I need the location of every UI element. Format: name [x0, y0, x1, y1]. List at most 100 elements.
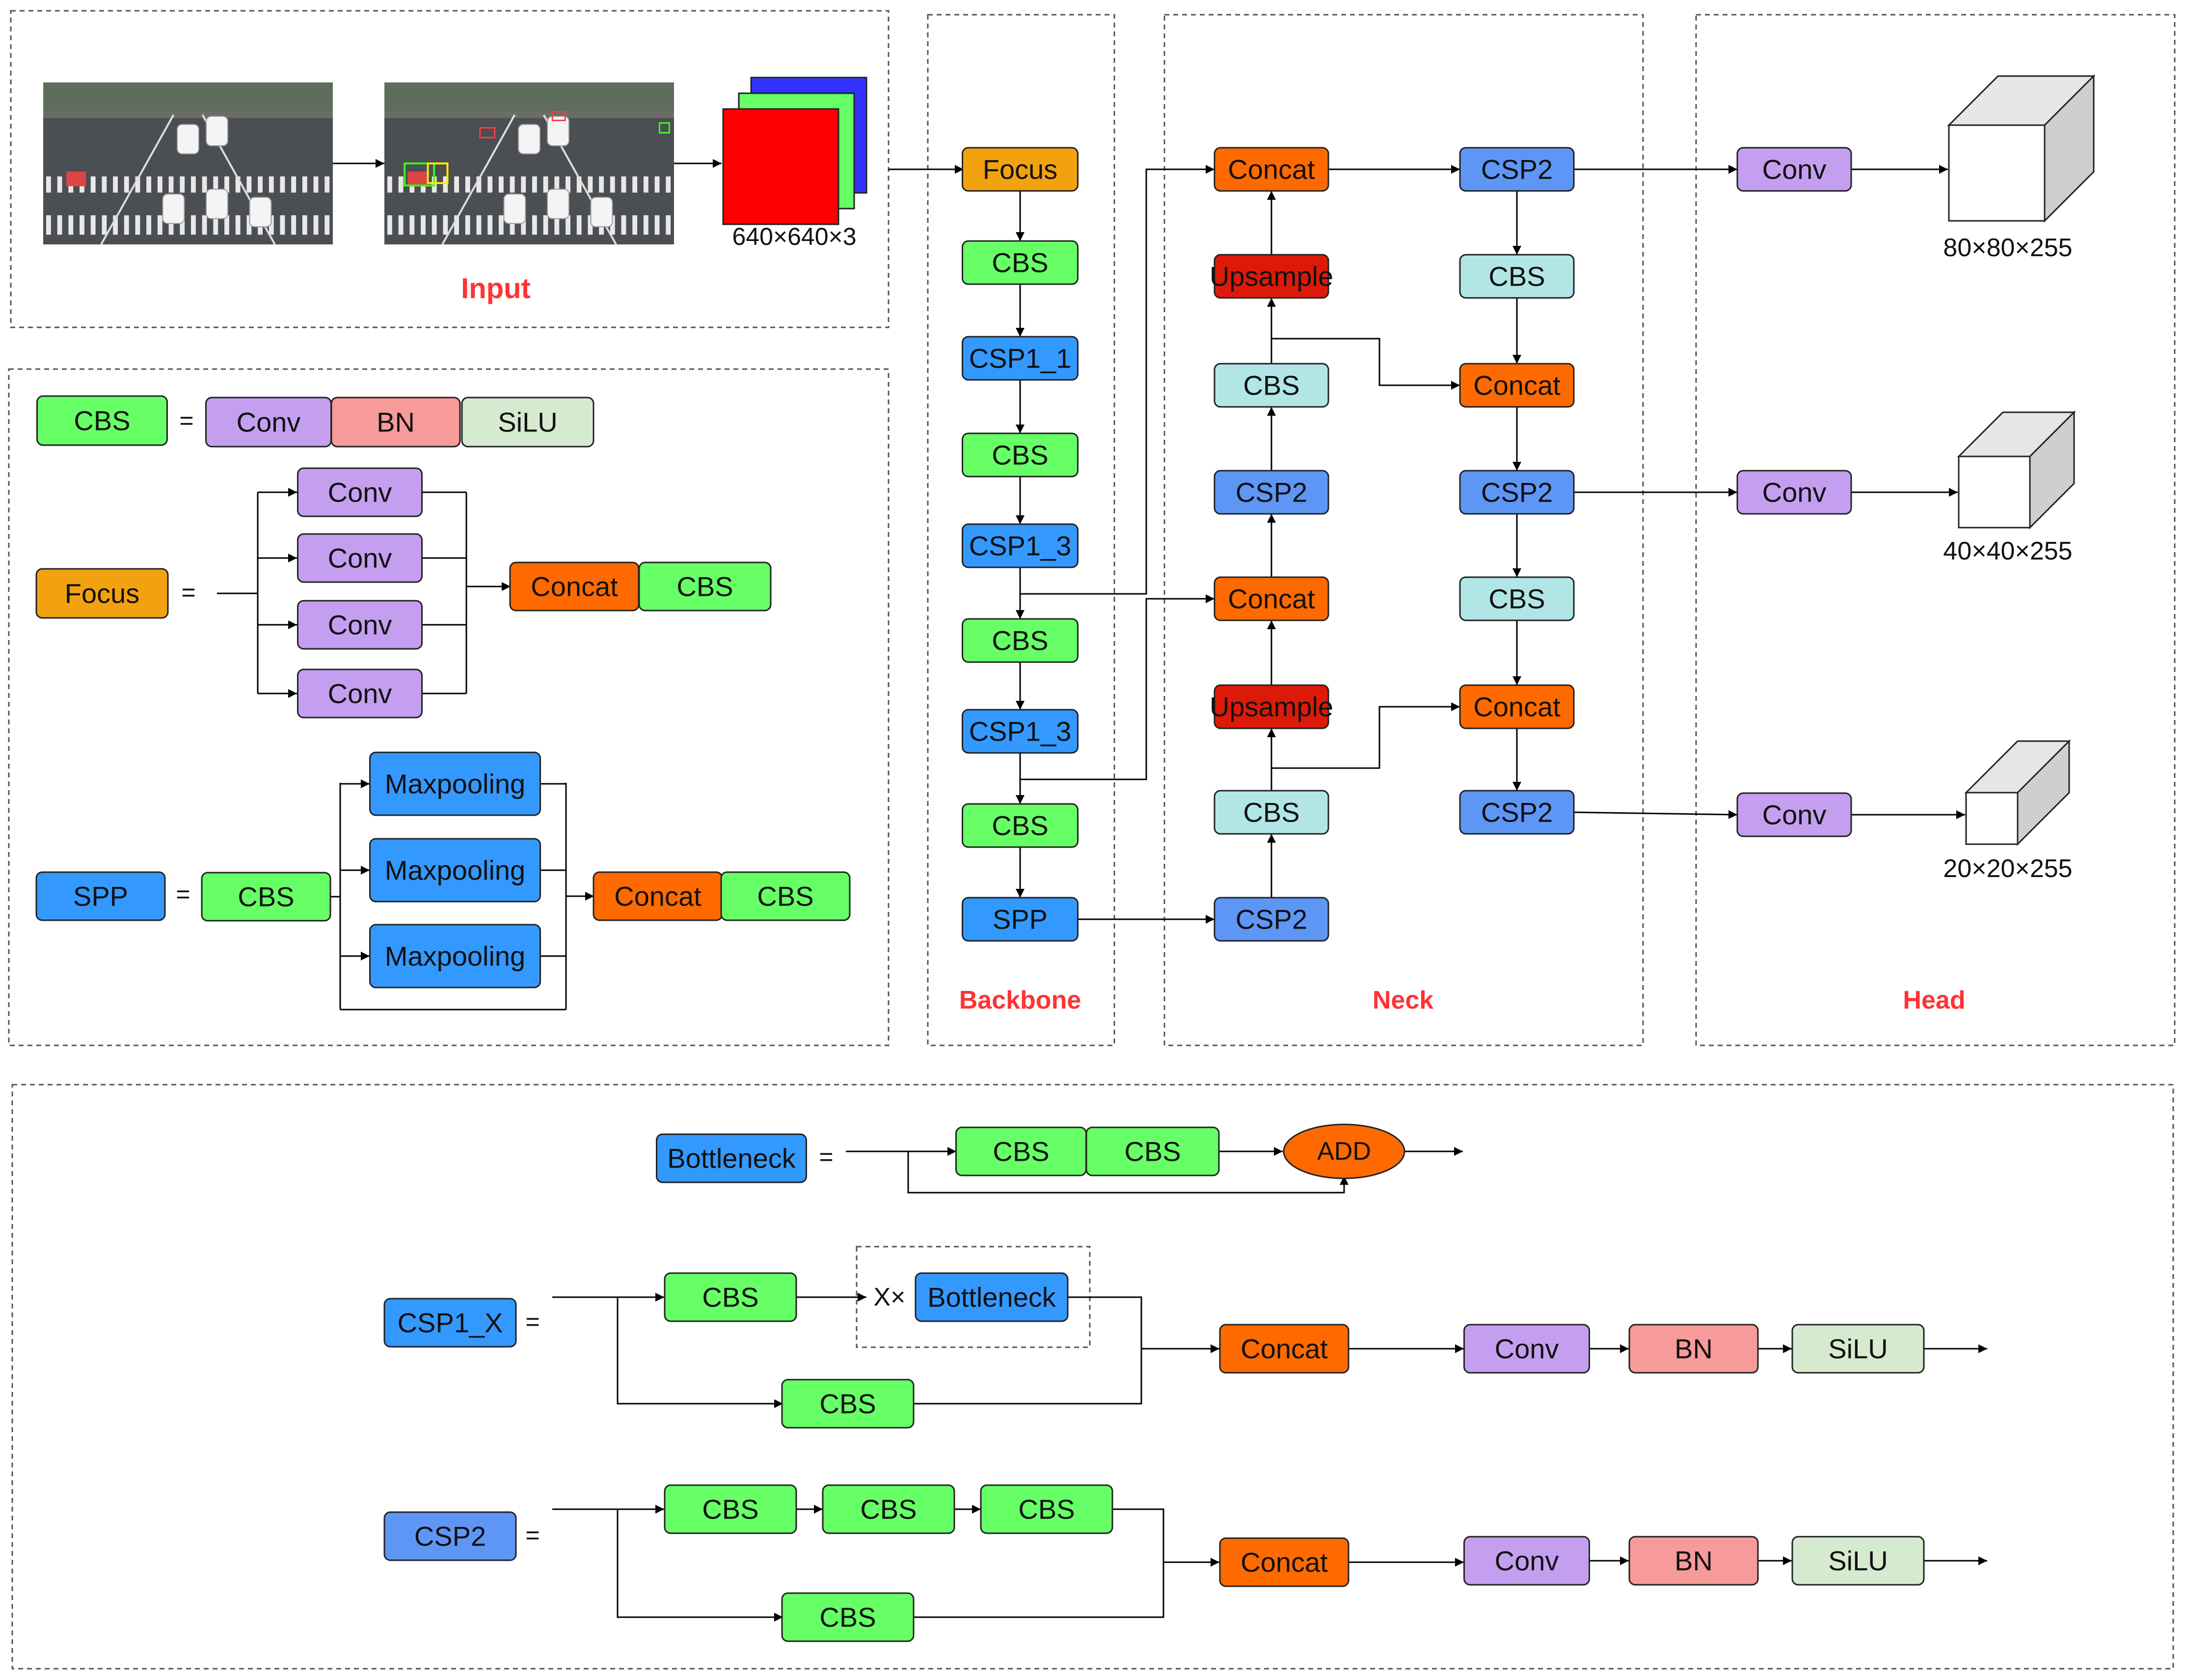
csp1x-bn-label: BN	[1674, 1333, 1713, 1364]
csp2-cbs-top-3: CBS	[980, 1484, 1113, 1534]
bottleneck-cbs-2: CBS	[1085, 1126, 1220, 1176]
neck-left-6-label: Upsample	[1210, 692, 1333, 722]
csp1x-silu-label: SiLU	[1828, 1333, 1888, 1364]
csp1x-concat-label: Concat	[1241, 1333, 1328, 1364]
csp1x-lower-branch	[617, 1297, 783, 1408]
legend-focus-conv-4: Conv	[297, 668, 423, 719]
backbone-block-7-label: CSP1_3	[969, 716, 1072, 747]
neck-left-1: Concat	[1214, 147, 1329, 192]
csp2-upper-merge	[1112, 1508, 1219, 1567]
csp2-bn-label: BN	[1674, 1546, 1713, 1576]
neck-left-7: CBS	[1214, 790, 1329, 835]
bottleneck-cbs-1: CBS	[955, 1126, 1087, 1176]
csp1-3-to-concat-top	[1020, 165, 1214, 595]
neck-right-6: Concat	[1459, 684, 1575, 729]
legend-focus-cbs: CBS	[638, 561, 772, 612]
neck-right-3: Concat	[1459, 363, 1575, 408]
neck-right-1-label: CSP2	[1481, 154, 1553, 185]
neck-left-5-label: Concat	[1228, 584, 1315, 614]
legend-focus-conv-2: Conv	[297, 533, 423, 583]
csp1-3-to-concat-mid	[1020, 594, 1214, 780]
legend-focus-concat: Concat	[509, 561, 640, 612]
head-frame	[1695, 14, 2176, 1046]
neck-left-3-label: CBS	[1243, 370, 1299, 401]
neck-left-5: Concat	[1214, 576, 1329, 621]
legend-spp-box: SPP	[35, 871, 166, 921]
csp2-conv-label: Conv	[1495, 1546, 1559, 1576]
legend-focus-concat-label: Concat	[531, 571, 618, 602]
bottleneck-add: ADD	[1283, 1123, 1405, 1179]
neck-left-6: Upsample	[1210, 684, 1333, 729]
head-output-label-1: 80×80×255	[1943, 234, 2072, 262]
csp2-cbs-bottom-label: CBS	[819, 1602, 876, 1633]
csp2-concat: Concat	[1219, 1537, 1349, 1587]
csp2-concat-label: Concat	[1241, 1547, 1328, 1578]
csp2-cbs-top-2-label: CBS	[860, 1494, 917, 1525]
head-output-label-3: 20×20×255	[1943, 854, 2072, 883]
neck-right-2: CBS	[1459, 254, 1575, 299]
neck-left-3: CBS	[1214, 363, 1329, 408]
backbone-block-5: CSP1_3	[962, 523, 1079, 568]
csp2-bn: BN	[1628, 1536, 1759, 1586]
bottleneck-box: Bottleneck	[656, 1133, 807, 1183]
head-section-title: Head	[1903, 986, 1965, 1014]
legend-cbs-bn: BN	[330, 397, 461, 448]
svg-text:ADD: ADD	[1317, 1137, 1371, 1166]
bottom-frame	[11, 1084, 2174, 1670]
backbone-block-4: CBS	[962, 432, 1079, 478]
csp2-equals: =	[525, 1521, 540, 1549]
neck-left-4: CSP2	[1214, 470, 1329, 515]
legend-spp-maxpool-3: Maxpooling	[369, 924, 541, 988]
legend-spp-maxpool-3-label: Maxpooling	[385, 941, 525, 972]
backbone-block-1: Focus	[962, 147, 1079, 192]
csp2-lower-merge	[914, 1562, 1164, 1618]
legend-focus-conv-1: Conv	[297, 467, 423, 517]
csp1x-bn: BN	[1628, 1324, 1759, 1374]
neck-right-3-label: Concat	[1473, 370, 1561, 401]
legend-cbs-box-label: CBS	[74, 405, 130, 436]
csp1x-equals: =	[525, 1308, 540, 1335]
csp1x-upper-merge	[1068, 1296, 1219, 1353]
legend-cbs-bn-label: BN	[377, 407, 415, 438]
legend-cbs-conv-label: Conv	[237, 407, 301, 438]
csp1x-cbs-top-label: CBS	[702, 1282, 758, 1313]
csp2-cbs-top-2: CBS	[822, 1484, 955, 1534]
legend-cbs-box: CBS	[36, 395, 168, 446]
legend-focus-conv-1-label: Conv	[328, 477, 392, 508]
legend-spp-equals: =	[176, 880, 190, 908]
bottleneck-box-label: Bottleneck	[667, 1143, 796, 1174]
head-output-cube-3	[1964, 739, 2071, 846]
legend-focus-conv-3: Conv	[297, 600, 423, 650]
csp2-cbs-top-3-label: CBS	[1018, 1494, 1075, 1525]
head-conv-1-label: Conv	[1762, 154, 1827, 185]
bottleneck-cbs-2-label: CBS	[1124, 1136, 1181, 1167]
input-tensor-icon	[722, 77, 867, 225]
backbone-block-2-label: CBS	[992, 247, 1048, 278]
input-tensor-label: 640×640×3	[732, 223, 856, 250]
head-conv-3-label: Conv	[1762, 800, 1827, 830]
neck-cbs-to-concat	[1271, 338, 1460, 390]
neck-right-4: CSP2	[1459, 470, 1575, 515]
csp2-lower-branch	[617, 1509, 783, 1622]
legend-spp-maxpool-2: Maxpooling	[369, 838, 541, 903]
neck-frame	[1163, 14, 1644, 1046]
neck-cbs-to-concat-2	[1271, 702, 1460, 769]
csp1x-bottleneck: Bottleneck	[915, 1272, 1069, 1322]
csp2-silu-label: SiLU	[1828, 1546, 1888, 1576]
legend-spp-cbs-tail-label: CBS	[757, 881, 813, 912]
neck-left-7-label: CBS	[1243, 797, 1299, 828]
legend-focus-cbs-label: CBS	[676, 571, 733, 602]
input-section-title: Input	[461, 273, 531, 305]
legend-focus-conv-3-label: Conv	[328, 610, 392, 640]
legend-spp-cbs: CBS	[201, 872, 331, 922]
neck-section-title: Neck	[1373, 986, 1433, 1014]
head-output-label-2: 40×40×255	[1943, 537, 2072, 565]
legend-spp-box-label: SPP	[73, 881, 128, 912]
csp2-silu: SiLU	[1791, 1536, 1925, 1586]
legend-cbs-silu-label: SiLU	[498, 407, 557, 438]
legend-focus-conv-4-label: Conv	[328, 678, 392, 709]
csp2-conv: Conv	[1463, 1536, 1590, 1586]
csp1x-conv-label: Conv	[1495, 1333, 1559, 1364]
traffic-image-detected	[384, 82, 674, 245]
legend-spp-cbs-tail: CBS	[720, 871, 851, 921]
